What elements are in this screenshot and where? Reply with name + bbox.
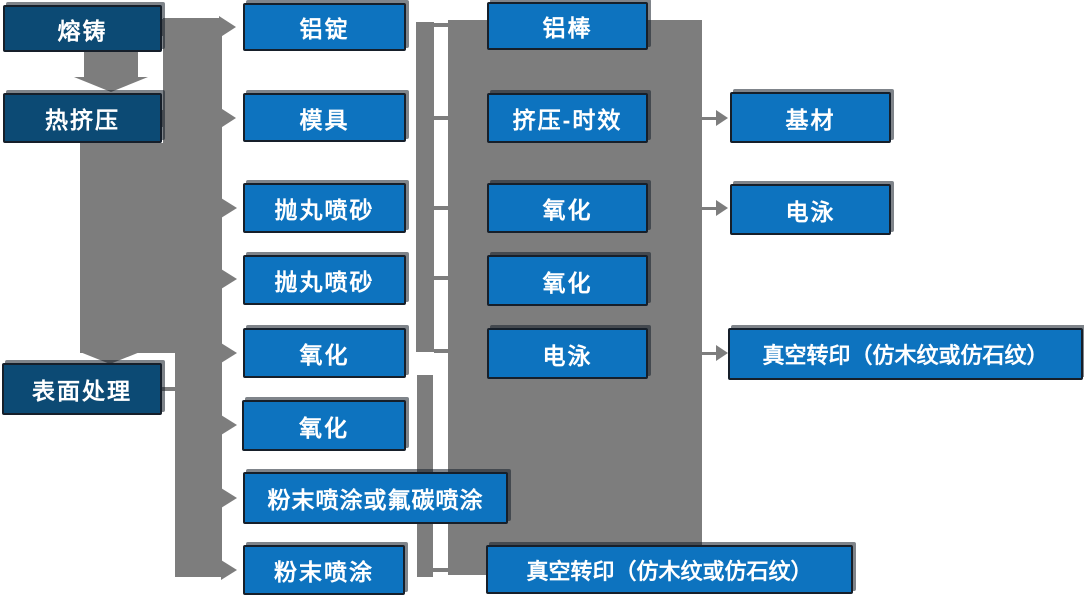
node-vacuum-transfer-bottom: 真空转印（仿木纹或仿石纹） [486,545,853,594]
connector-rung [434,276,449,280]
node-surface-treatment: 表面处理 [2,363,162,415]
node-base-material: 基材 [730,92,891,143]
right-arrowhead-icon [716,345,728,361]
node-melt-casting: 熔铸 [3,5,162,52]
connector-rung [434,23,449,27]
node-shot-blasting-1: 抛丸喷砂 [243,183,406,233]
connector-to-base-material [702,117,717,120]
connector-lower-spine [175,353,222,577]
node-powder-coating: 粉末喷涂 [243,545,405,595]
node-oxidation-4: 氧化 [487,255,648,306]
right-arrowhead-icon [221,269,237,289]
node-mold: 模具 [243,93,406,142]
right-arrowhead-icon [221,488,237,508]
node-hot-extrusion: 热挤压 [3,93,162,143]
right-arrowhead-icon [221,560,237,580]
node-extrusion-aging: 挤压-时效 [487,93,648,143]
connector-rung [434,349,449,353]
connector-melt-to-extrusion [84,52,138,78]
node-aluminum-rod: 铝棒 [487,2,648,50]
right-arrowhead-icon [221,415,237,435]
down-arrowhead-icon [74,77,148,92]
node-oxidation-3: 氧化 [487,183,648,233]
node-electrophoresis-1: 电泳 [487,328,648,379]
connector-to-vacuum-transfer [702,352,717,355]
right-arrowhead-icon [219,107,236,129]
connector-to-electrophoresis [702,207,717,210]
right-arrowhead-icon [716,110,728,126]
node-electrophoresis-2: 电泳 [730,184,891,235]
node-aluminum-ingot: 铝锭 [243,3,406,51]
right-arrowhead-icon [221,198,237,218]
right-arrowhead-icon [219,16,236,38]
right-arrowhead-icon [716,200,728,216]
connector-extrusion-to-mold [162,110,220,127]
node-oxidation-1: 氧化 [243,328,406,378]
connector-rung [434,206,449,210]
node-oxidation-2: 氧化 [242,400,406,451]
right-arrowhead-icon [221,343,237,363]
node-vacuum-transfer-right: 真空转印（仿木纹或仿石纹） [728,328,1083,380]
connector-main-spine-block [80,143,222,353]
node-shot-blasting-2: 抛丸喷砂 [243,255,406,305]
connector-rung [434,116,449,120]
node-powder-or-fluorocarbon: 粉末喷涂或氟碳喷涂 [243,472,508,524]
connector-rung [433,568,449,572]
connector-surface-treatment-link [162,387,176,391]
down-arrowhead-icon [80,352,140,364]
connector-ladder-bar-upper [416,22,434,352]
